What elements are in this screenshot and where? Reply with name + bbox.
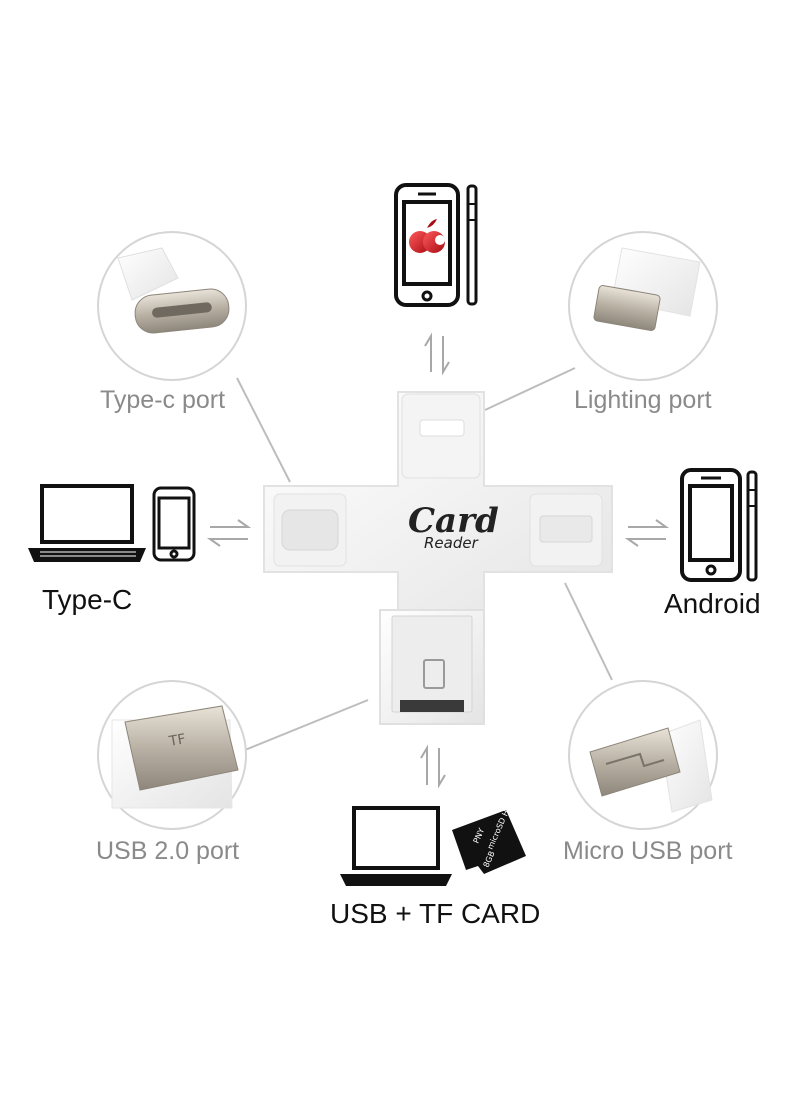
line-type-c	[236, 377, 291, 483]
line-usb	[239, 699, 369, 753]
apple-logo-icon	[409, 219, 445, 253]
micro-usb-port-circle	[568, 680, 718, 830]
line-micro-usb	[564, 582, 613, 681]
android-phone-icon	[680, 468, 758, 582]
type-c-port-label: Type-c port	[100, 386, 226, 414]
android-device-label: Android	[664, 588, 761, 619]
microsd-card-icon: PNY microSD HC 8GB	[452, 803, 526, 874]
laptop-icon	[28, 484, 146, 562]
card-reader-device: Card Reader	[263, 391, 613, 725]
laptop-icon-bottom	[340, 806, 452, 886]
line-lightning	[484, 367, 576, 411]
arrows-right	[624, 519, 670, 547]
usb20-port-label: USB 2.0 port	[96, 837, 240, 865]
arrows-bottom	[420, 744, 446, 789]
arrows-top	[424, 332, 450, 376]
iphone-icon	[394, 183, 478, 307]
lightning-port-circle	[568, 231, 718, 381]
usb-tf-device-label: USB + TF CARD	[330, 898, 541, 929]
connector-lines	[236, 367, 613, 753]
reader-logo-card: Card	[408, 501, 499, 541]
micro-usb-port-label: Micro USB port	[563, 837, 733, 865]
type-c-device-label: Type-C	[42, 584, 133, 615]
usb20-port-circle: TF	[97, 680, 247, 830]
phone-icon-left	[152, 486, 196, 562]
usb-tf-mark: TF	[167, 731, 187, 750]
reader-logo-reader: Reader	[424, 534, 479, 552]
arrows-left	[206, 519, 252, 547]
type-c-port-circle	[97, 231, 247, 381]
lighting-port-label: Lighting port	[574, 386, 712, 414]
